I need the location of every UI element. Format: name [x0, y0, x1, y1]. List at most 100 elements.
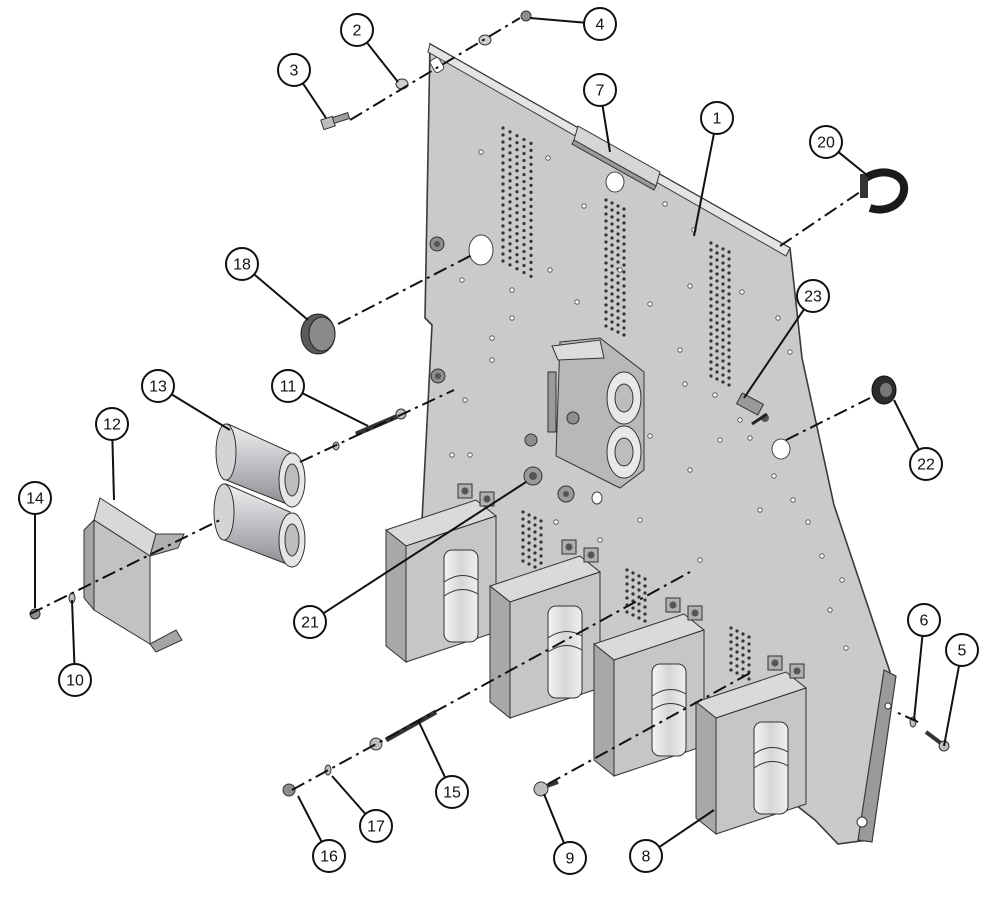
vent-hole [729, 668, 733, 672]
vent-hole [508, 228, 512, 232]
callout-balloon [359, 809, 393, 843]
vent-hole [709, 269, 713, 273]
vent-hole [637, 602, 641, 606]
mounting-hole [553, 519, 559, 525]
vent-hole [721, 345, 725, 349]
vent-hole [610, 327, 614, 331]
vent-hole [709, 262, 713, 266]
callout-balloon [18, 481, 52, 515]
vent-hole [741, 660, 745, 664]
vent-hole [721, 303, 725, 307]
vent-hole [539, 561, 543, 565]
mounting-hole [545, 155, 551, 161]
mounting-hole [637, 517, 643, 523]
leader-line [171, 393, 231, 431]
vent-hole [622, 277, 626, 281]
vent-hole [715, 321, 719, 325]
vent-hole [643, 591, 647, 595]
vent-hole [529, 211, 533, 215]
callout-number: 4 [596, 17, 605, 34]
vent-hole [515, 190, 519, 194]
vent-hole [616, 295, 620, 299]
vent-hole [501, 217, 505, 221]
callout-number: 11 [280, 379, 297, 396]
vent-hole [522, 263, 526, 268]
leader-line [366, 41, 399, 83]
vent-hole [715, 377, 719, 381]
vent-hole [527, 548, 531, 552]
callout-number: 20 [817, 135, 835, 152]
vent-hole [715, 335, 719, 339]
vent-hole [501, 133, 505, 137]
screw-part-9 [533, 780, 559, 797]
vent-hole [709, 332, 713, 336]
vent-hole [529, 204, 533, 208]
vent-hole [604, 289, 608, 293]
vent-hole [522, 214, 526, 219]
vent-hole [715, 314, 719, 318]
vent-hole [643, 619, 647, 623]
vent-hole [508, 256, 512, 260]
leader-line [658, 809, 715, 848]
vent-hole [721, 254, 725, 258]
leader-line [601, 105, 611, 153]
vent-hole [515, 141, 519, 145]
vent-hole [709, 360, 713, 364]
vent-hole [610, 201, 614, 205]
vent-hole [522, 179, 526, 184]
vent-hole [747, 663, 751, 667]
vent-hole [616, 288, 620, 292]
vent-hole [604, 205, 608, 209]
vent-hole [616, 218, 620, 222]
vent-hole [508, 249, 512, 253]
callout-balloon [277, 53, 311, 87]
vent-hole [521, 552, 525, 556]
vent-hole [610, 285, 614, 289]
callout-balloon [225, 247, 259, 281]
vent-hole [521, 545, 525, 549]
vent-hole [715, 272, 719, 276]
callout-balloon [909, 447, 943, 481]
mounting-hole [647, 433, 653, 439]
vent-hole [529, 239, 533, 243]
vent-hole [610, 222, 614, 226]
vent-hole [529, 190, 533, 194]
vent-hole [515, 260, 519, 264]
vent-hole [610, 229, 614, 233]
callout-number: 14 [26, 491, 44, 508]
plate-large-holes [468, 171, 791, 505]
vent-hole [729, 654, 733, 658]
vent-hole [610, 208, 614, 212]
callout-number: 6 [920, 613, 929, 630]
vent-hole [529, 197, 533, 201]
vent-hole [715, 286, 719, 290]
vent-hole [727, 334, 731, 338]
mounting-hole [787, 349, 793, 355]
vent-hole [721, 324, 725, 328]
vent-hole [741, 632, 745, 636]
leader-line [893, 399, 920, 451]
vent-hole [735, 671, 739, 675]
callout-balloon [907, 603, 941, 637]
mounting-hole [509, 315, 515, 321]
vent-hole [515, 197, 519, 201]
callout-balloon [293, 605, 327, 639]
leader-line [943, 665, 961, 747]
vent-hole [604, 303, 608, 307]
mounting-hole [647, 301, 653, 307]
mounting-hole [574, 299, 580, 305]
vent-hole [610, 278, 614, 282]
callout-balloon [583, 7, 617, 41]
vent-hole [729, 626, 733, 630]
vent-hole [515, 225, 519, 229]
vent-hole [604, 324, 608, 328]
vent-hole [625, 596, 629, 600]
vent-hole [631, 592, 635, 596]
vent-hole [625, 589, 629, 593]
vent-hole [727, 355, 731, 359]
vent-hole [727, 257, 731, 261]
callout-number: 2 [353, 23, 362, 40]
vent-hole [604, 261, 608, 265]
callout-balloon [553, 841, 587, 875]
transformer [384, 483, 498, 664]
